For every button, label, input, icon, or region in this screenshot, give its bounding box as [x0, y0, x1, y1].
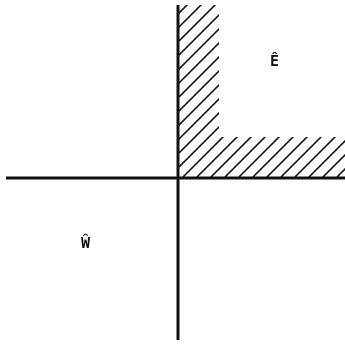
hatch-line — [299, 5, 345, 178]
hatch-line — [285, 5, 345, 178]
hatch-line — [179, 5, 193, 178]
hatch-line — [179, 5, 345, 178]
hatch-line — [187, 5, 345, 178]
hatch-line — [0, 0, 150, 200]
hatch-line — [257, 5, 345, 178]
hatch-line — [0, 0, 178, 200]
hatch-line — [0, 0, 164, 200]
label-e-hat: Ê — [270, 51, 279, 70]
hatch-line — [215, 5, 345, 178]
hatch-line — [179, 5, 221, 178]
hatch-line — [179, 5, 207, 178]
hatched-region — [0, 0, 345, 200]
label-w-hat: Ŵ — [81, 233, 91, 252]
hatch-line — [271, 5, 345, 178]
hatch-line — [179, 5, 249, 178]
hatch-line — [179, 5, 235, 178]
